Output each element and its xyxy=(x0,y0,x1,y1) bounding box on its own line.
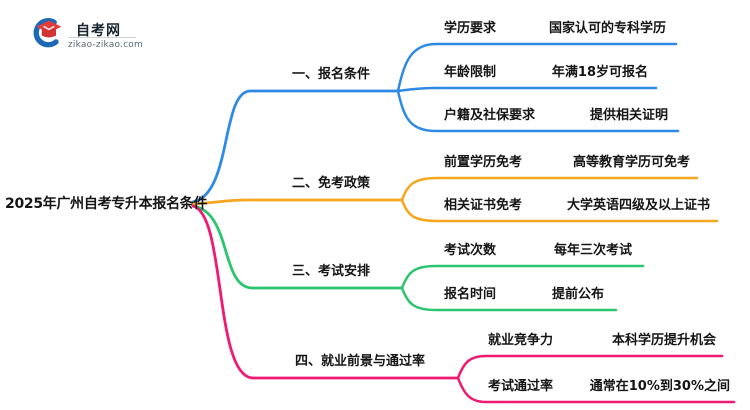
branch-2-label: 二、免考政策 xyxy=(291,176,370,191)
branch-4-child-1-key: 就业竞争力 xyxy=(488,333,554,348)
branch-1-label: 一、报名条件 xyxy=(291,67,370,82)
branch-1-child-3-value: 提供相关证明 xyxy=(589,108,668,123)
branch-1-main-line xyxy=(191,89,400,204)
logo-divider xyxy=(68,37,136,38)
branch-3-label: 三、考试安排 xyxy=(291,264,370,279)
branch-4-child-2-line xyxy=(456,376,736,404)
branch-4-child-1-line xyxy=(456,354,724,380)
branch-2-child-2-value: 大学英语四级及以上证书 xyxy=(566,198,710,213)
branch-4-child-1-value: 本科学历提升机会 xyxy=(611,333,716,348)
branch-3-main-line xyxy=(191,204,404,290)
branch-3-child-1-line xyxy=(400,264,645,290)
branch-3-child-1-value: 每年三次考试 xyxy=(553,243,632,258)
branch-3-child-2-value: 提前公布 xyxy=(551,287,604,302)
branch-3-child-2-key: 报名时间 xyxy=(444,287,497,302)
logo-cap-front-shape xyxy=(41,28,56,38)
branch-2-child-2-line xyxy=(400,198,719,223)
branch-1-child-2-value: 年满18岁可报名 xyxy=(551,65,648,80)
branch-1-child-2-line xyxy=(396,86,658,93)
branch-1-child-1-key: 学历要求 xyxy=(444,21,497,36)
branch-3-child-2-line xyxy=(400,286,618,312)
branch-4-label: 四、就业前景与通过率 xyxy=(294,354,425,369)
logo-cap-board-shape xyxy=(36,20,62,33)
branch-1-child-1-line xyxy=(396,42,678,93)
branch-1-child-3-key: 户籍及社保要求 xyxy=(444,108,536,123)
branch-3-child-1-key: 考试次数 xyxy=(444,243,497,258)
logo-crescent-shape xyxy=(33,18,59,48)
branch-4-child-2-value: 通常在10%到30%之间 xyxy=(589,379,730,394)
branch-4-child-2-key: 考试通过率 xyxy=(488,379,554,394)
graduation-cap-icon xyxy=(33,18,62,48)
branch-2-child-1-value: 高等教育学历可免考 xyxy=(572,155,690,170)
branch-1-child-2-key: 年龄限制 xyxy=(444,65,497,80)
root-node: 2025年广州自考专升本报名条件 xyxy=(5,196,208,212)
branch-4-main-line xyxy=(191,204,460,380)
site-logo: 自考网 zikao-zikao.com xyxy=(30,12,150,56)
logo-cap-chevron xyxy=(43,25,55,31)
branch-1-child-3-line xyxy=(396,89,680,133)
branch-2-main-line xyxy=(191,198,404,206)
branch-2-child-1-line xyxy=(400,176,699,202)
branch-2-child-1-key: 前置学历免考 xyxy=(444,155,523,170)
branch-2-child-2-key: 相关证书免考 xyxy=(444,198,523,213)
logo-title: 自考网 xyxy=(76,23,121,39)
branch-1-child-1-value: 国家认可的专科学历 xyxy=(548,21,666,36)
logo-domain: zikao-zikao.com xyxy=(68,40,143,50)
